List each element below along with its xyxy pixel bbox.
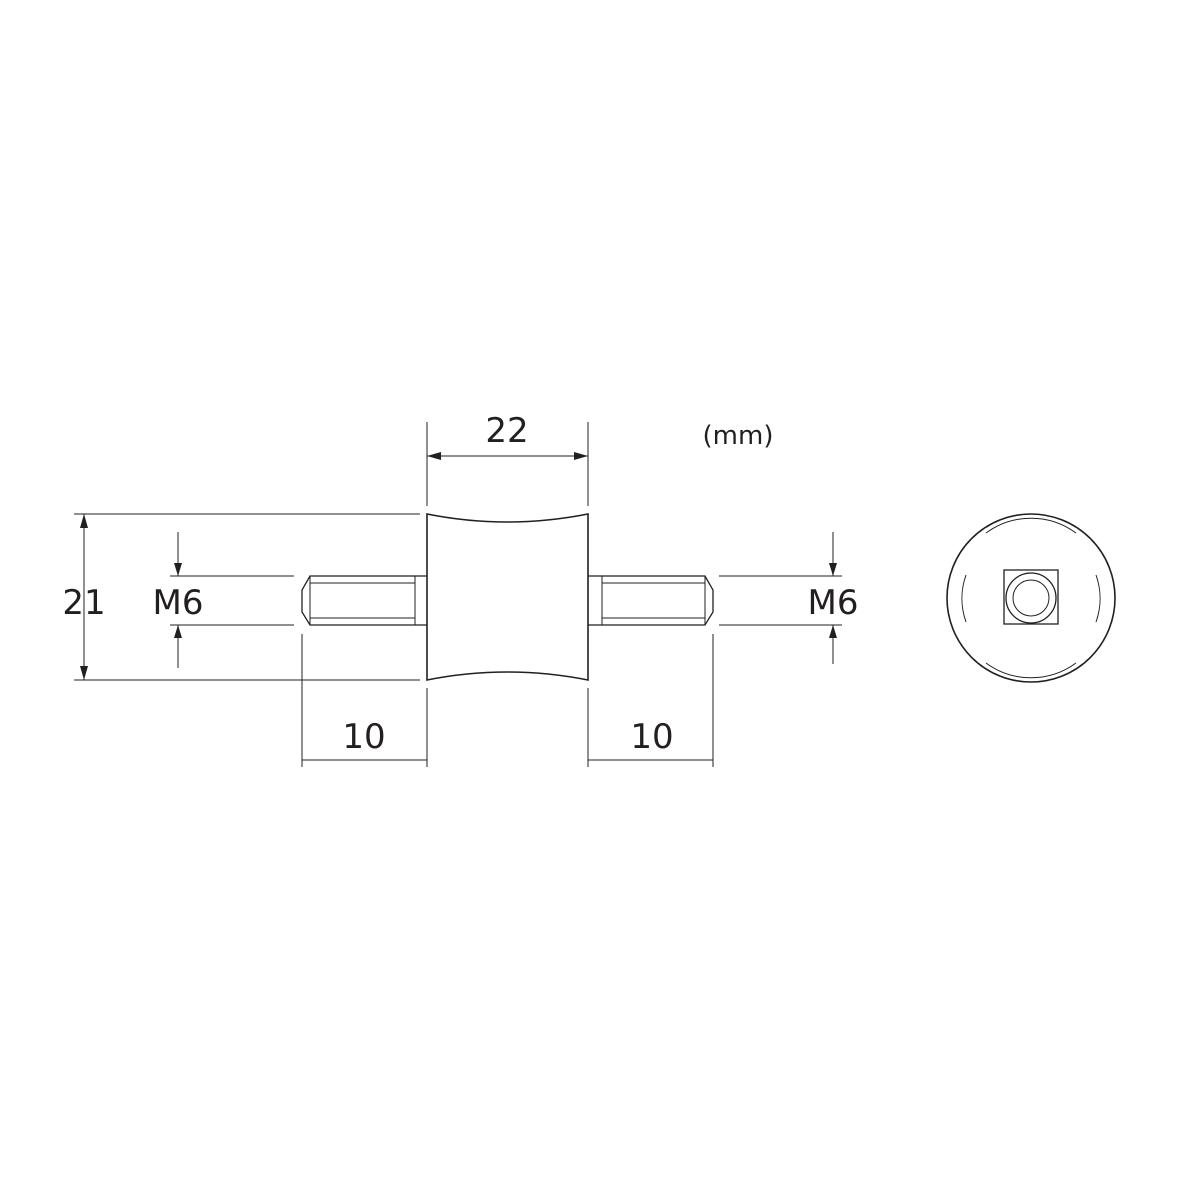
- side-view: [301, 513, 714, 681]
- stud-length-right-label: 10: [630, 717, 673, 757]
- body-length-label: 22: [485, 411, 528, 451]
- stud-length-left-label: 10: [342, 717, 385, 757]
- dimension-thread-right: M6: [719, 532, 858, 664]
- end-view: [946, 513, 1116, 683]
- dimension-stud-length-right: 10: [587, 634, 714, 767]
- end-view-outer-circle: [946, 513, 1116, 683]
- thread-right-label: M6: [808, 583, 859, 623]
- rubber-body: [426, 513, 589, 681]
- units-label: (mm): [703, 421, 774, 451]
- end-view-stud-outer: [1005, 572, 1057, 624]
- dimension-body-length: 22: [426, 411, 589, 506]
- right-stud: [588, 575, 714, 626]
- dimension-thread-left: M6: [153, 532, 294, 668]
- end-view-square: [1003, 569, 1059, 625]
- thread-left-label: M6: [153, 583, 204, 623]
- dimension-body-diameter: 21: [62, 513, 420, 681]
- body-diameter-label: 21: [62, 583, 105, 623]
- dimension-stud-length-left: 10: [301, 634, 428, 767]
- end-view-stud-inner: [1012, 579, 1050, 617]
- left-stud: [301, 575, 427, 626]
